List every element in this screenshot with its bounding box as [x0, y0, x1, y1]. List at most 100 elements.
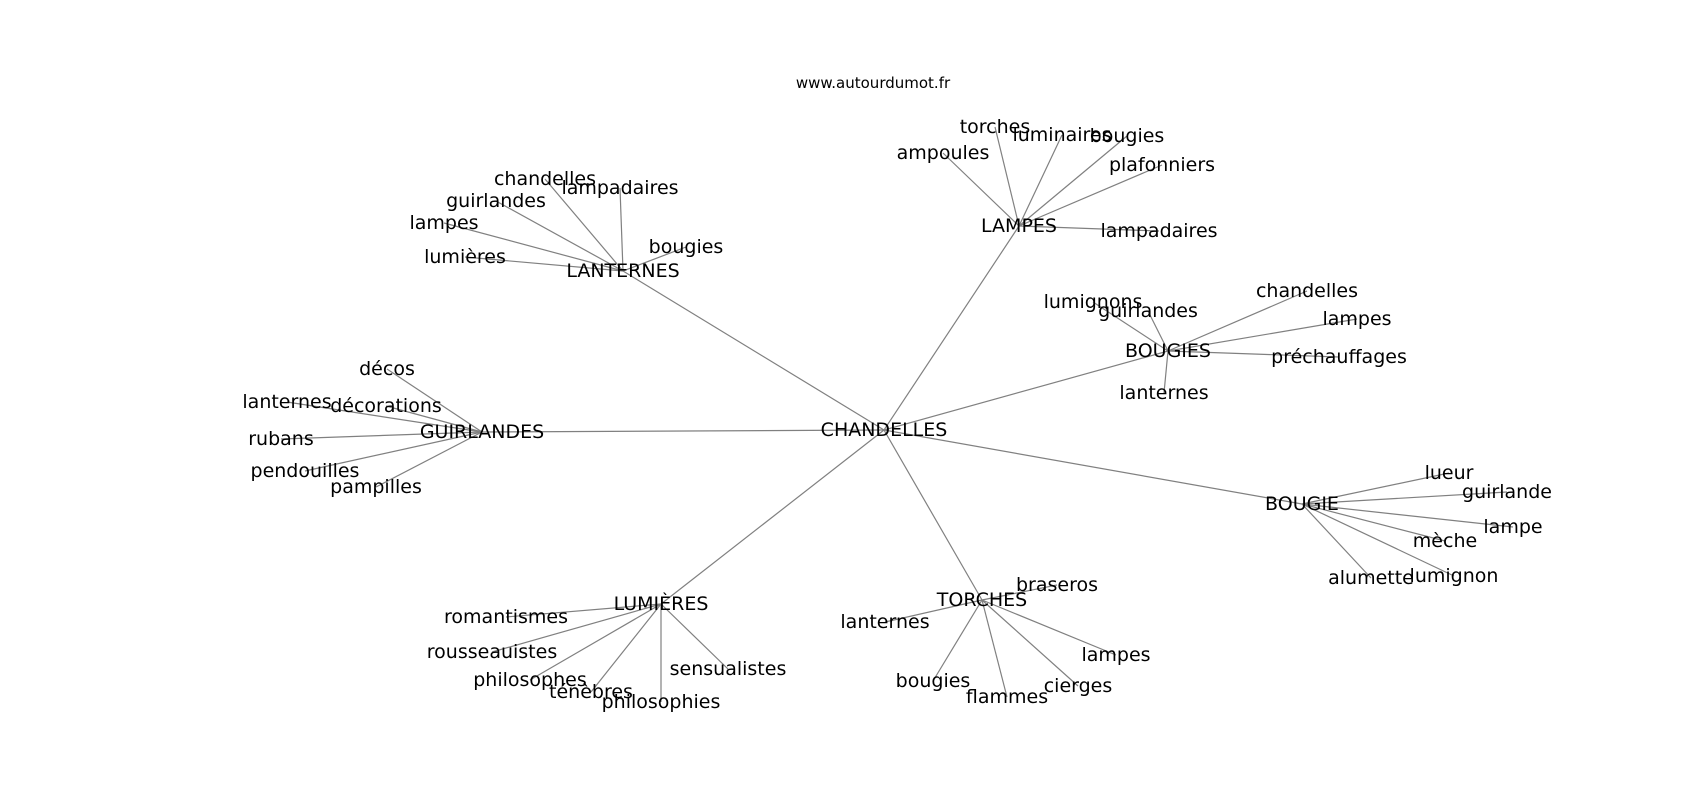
- leaf-node-lampes-lampadaires: lampadaires: [1100, 220, 1217, 242]
- edge-lanternes-chandelles: [544, 178, 624, 272]
- edge-lumieres-tenebres: [590, 603, 662, 693]
- leaf-node-bougie-meche: mèche: [1413, 530, 1477, 552]
- edge-lanternes-bougies: [622, 246, 687, 272]
- leaf-node-lumieres-rousseauistes: rousseauistes: [427, 641, 557, 663]
- edge-bougie-alumette: [1301, 503, 1372, 579]
- leaf-node-lanternes-lampadaires: lampadaires: [561, 177, 678, 199]
- leaf-node-bougie-lampe: lampe: [1483, 516, 1542, 538]
- edge-torches-lampes: [981, 599, 1117, 656]
- edge-bougie-meche: [1301, 503, 1446, 542]
- leaf-node-guirlandes-decorations: décorations: [330, 395, 442, 417]
- edge-torches-bougies: [932, 599, 983, 682]
- edge-guirlandes-pampilles: [375, 431, 483, 488]
- hub-node-guirlandes: GUIRLANDES: [420, 421, 544, 443]
- edge-root-lampes: [883, 225, 1020, 431]
- edge-bougies-lanternes: [1163, 350, 1169, 394]
- leaf-node-lampes-ampoules: ampoules: [897, 142, 990, 164]
- edge-lampes-luminaires: [1018, 134, 1063, 227]
- edge-guirlandes-pendouilles: [304, 431, 483, 472]
- leaf-node-lanternes-bougies: bougies: [649, 236, 724, 258]
- edge-bougie-lueur: [1301, 472, 1450, 505]
- edge-guirlandes-rubans: [280, 431, 483, 440]
- edge-lanternes-lampadaires: [619, 187, 624, 272]
- edge-lumieres-philosophes: [529, 603, 662, 681]
- leaf-node-bougie-alumette: alumette: [1328, 567, 1414, 589]
- edge-bougies-lumignons: [1092, 301, 1169, 352]
- leaf-node-bougies-lumignons: lumignons: [1044, 291, 1143, 313]
- leaf-node-lanternes-lumieres: lumières: [424, 246, 506, 268]
- hub-node-bougie: BOUGIE: [1265, 493, 1339, 515]
- leaf-node-lumieres-philosophies: philosophies: [602, 691, 721, 713]
- leaf-node-torches-bougies: bougies: [896, 670, 971, 692]
- leaf-node-bougie-guirlande: guirlande: [1462, 481, 1552, 503]
- leaf-node-bougie-lueur: lueur: [1425, 462, 1474, 484]
- edge-root-bougies: [883, 350, 1169, 431]
- leaf-node-guirlandes-decos: décos: [359, 358, 415, 380]
- leaf-node-lampes-plafonniers: plafonniers: [1109, 154, 1215, 176]
- edge-bougies-chandelles: [1167, 290, 1308, 352]
- edge-torches-cierges: [981, 599, 1079, 687]
- leaf-node-lampes-bougies: bougies: [1090, 125, 1165, 147]
- leaf-node-lanternes-chandelles: chandelles: [494, 168, 596, 190]
- hub-node-lanternes: LANTERNES: [566, 260, 679, 282]
- edge-root-lumieres: [660, 429, 885, 605]
- edge-bougies-guirlandes: [1147, 310, 1169, 352]
- edge-bougies-prechauffages: [1167, 350, 1340, 358]
- leaf-node-bougies-guirlandes: guirlandes: [1098, 300, 1198, 322]
- hub-node-bougies: BOUGIES: [1125, 340, 1211, 362]
- leaf-node-guirlandes-pendouilles: pendouilles: [251, 460, 360, 482]
- leaf-node-bougies-chandelles: chandelles: [1256, 280, 1358, 302]
- leaf-node-lanternes-guirlandes: guirlandes: [446, 190, 546, 212]
- leaf-node-guirlandes-pampilles: pampilles: [330, 476, 422, 498]
- edge-bougie-guirlande: [1301, 491, 1508, 505]
- graph-edges: [280, 126, 1514, 702]
- graph-labels: www.autourdumot.fr CHANDELLES LANTERNES ch…: [242, 74, 1552, 713]
- leaf-node-guirlandes-rubans: rubans: [248, 428, 314, 450]
- leaf-node-bougies-prechauffages: préchauffages: [1271, 346, 1407, 368]
- leaf-node-bougies-lampes: lampes: [1322, 308, 1391, 330]
- edge-lanternes-guirlandes: [495, 200, 624, 272]
- leaf-node-lumieres-sensualistes: sensualistes: [670, 658, 787, 680]
- edge-guirlandes-lanternes: [286, 401, 483, 433]
- source-url: www.autourdumot.fr: [796, 74, 951, 92]
- edge-lumieres-romantismes: [505, 603, 662, 618]
- edge-lumieres-sensualistes: [660, 603, 729, 670]
- leaf-node-torches-lampes: lampes: [1081, 644, 1150, 666]
- leaf-node-lumieres-tenebres: ténèbres: [549, 681, 633, 703]
- edge-lampes-ampoules: [942, 152, 1020, 227]
- edge-lampes-torches: [994, 126, 1020, 227]
- edge-lumieres-rousseauistes: [491, 603, 662, 653]
- edge-lanternes-lampes: [443, 222, 624, 272]
- edge-root-lanternes: [622, 270, 885, 431]
- edge-lampes-lampadaires: [1018, 225, 1160, 232]
- edge-torches-flammes: [981, 599, 1008, 698]
- leaf-node-guirlandes-lanternes: lanternes: [242, 391, 331, 413]
- leaf-node-bougie-lumignon: lumignon: [1410, 565, 1499, 587]
- edge-lampes-bougies: [1018, 135, 1128, 227]
- edge-guirlandes-decos: [386, 368, 483, 433]
- edge-bougies-lampes: [1167, 318, 1358, 352]
- leaf-node-lampes-luminaires: luminaires: [1012, 124, 1111, 146]
- root-node-label: CHANDELLES: [821, 419, 948, 441]
- edge-lampes-plafonniers: [1018, 164, 1163, 227]
- edge-root-bougie: [883, 429, 1303, 505]
- leaf-node-lumieres-philosophes: philosophes: [473, 669, 587, 691]
- leaf-node-lumieres-romantismes: romantismes: [444, 606, 568, 628]
- edge-guirlandes-decorations: [385, 405, 483, 433]
- leaf-node-torches-lanternes: lanternes: [840, 611, 929, 633]
- edge-bougie-lampe: [1301, 503, 1514, 528]
- leaf-node-torches-braseros: braseros: [1016, 574, 1098, 596]
- hub-node-torches: TORCHES: [936, 589, 1027, 611]
- edge-lanternes-lumieres: [464, 256, 624, 272]
- leaf-node-bougies-lanternes: lanternes: [1119, 382, 1208, 404]
- leaf-node-torches-flammes: flammes: [966, 686, 1048, 708]
- leaf-node-torches-cierges: cierges: [1044, 675, 1113, 697]
- edge-root-torches: [883, 429, 983, 601]
- edge-root-guirlandes: [481, 429, 885, 433]
- edge-bougie-lumignon: [1301, 503, 1455, 577]
- leaf-node-lanternes-lampes: lampes: [409, 212, 478, 234]
- leaf-node-lampes-torches: torches: [960, 116, 1031, 138]
- hub-node-lampes: LAMPES: [981, 215, 1057, 237]
- edge-torches-lanternes: [884, 599, 983, 623]
